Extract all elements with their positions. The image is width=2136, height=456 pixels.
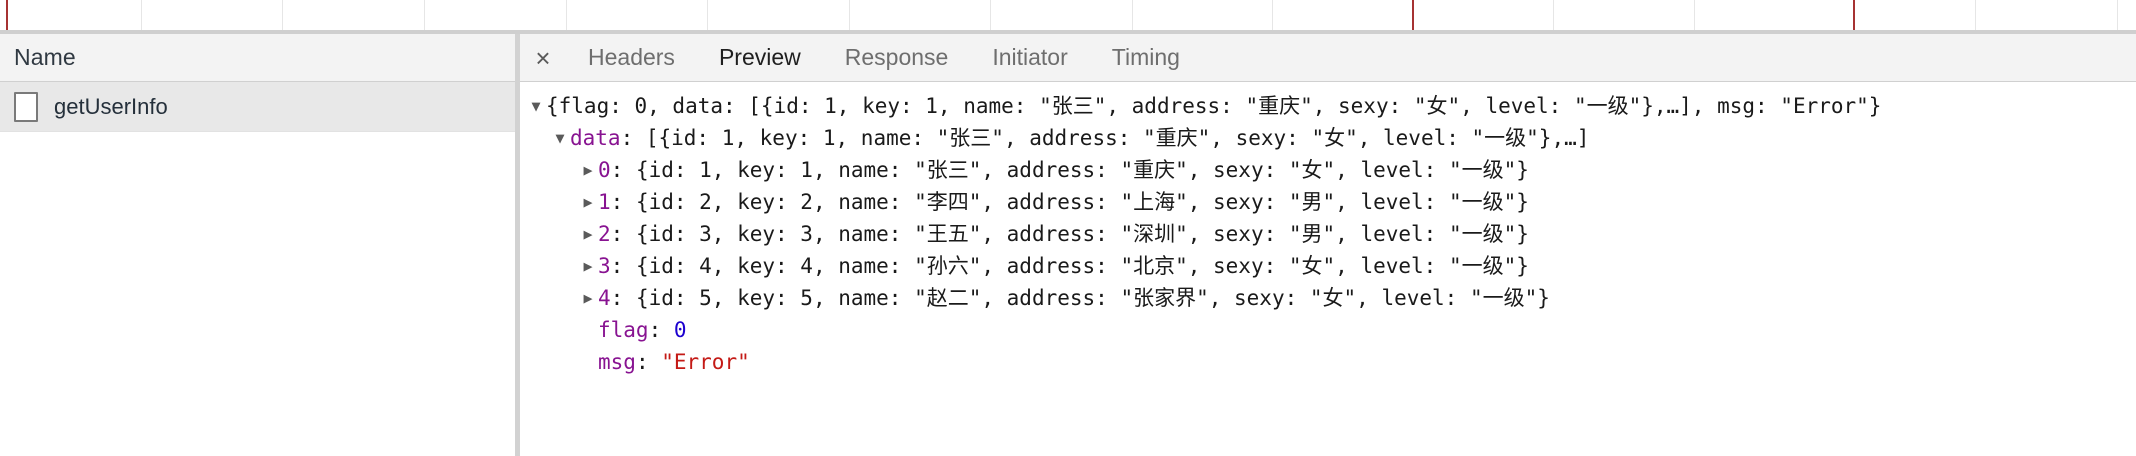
disclosure-collapsed-icon[interactable]: ▶ <box>583 225 593 243</box>
json-array-item-summary: : {id: 3, key: 3, name: "王五", address: "… <box>610 222 1529 246</box>
json-array-item-3[interactable]: ▶ 3: {id: 4, key: 4, name: "孙六", address:… <box>526 250 2136 282</box>
json-data-summary: : [{id: 1, key: 1, name: "张三", address: … <box>620 126 1590 150</box>
json-array-item-2[interactable]: ▶ 2: {id: 3, key: 3, name: "王五", address:… <box>526 218 2136 250</box>
timeline-gridline <box>424 0 425 30</box>
request-list-rows: getUserInfo <box>0 82 515 456</box>
json-array-item-summary: : {id: 4, key: 4, name: "孙六", address: "… <box>610 254 1529 278</box>
timeline-event-marker <box>1853 0 1855 30</box>
panes-container: Name getUserInfo × Headers Preview Respons… <box>0 34 2136 456</box>
timeline-gridline <box>1272 0 1273 30</box>
timeline-gridline <box>141 0 142 30</box>
close-icon[interactable]: × <box>535 42 551 73</box>
disclosure-collapsed-icon[interactable]: ▶ <box>583 257 593 275</box>
json-separator: : <box>648 318 674 342</box>
timeline-gridline <box>1132 0 1133 30</box>
column-header-name[interactable]: Name <box>14 44 76 70</box>
network-overview-timeline[interactable] <box>0 0 2136 34</box>
timeline-gridline <box>1553 0 1554 30</box>
tab-headers[interactable]: Headers <box>588 44 675 70</box>
timeline-gridline <box>707 0 708 30</box>
json-preview-viewer[interactable]: ▼ {flag: 0, data: [{id: 1, key: 1, name: … <box>520 82 2136 456</box>
json-array-item-1[interactable]: ▶ 1: {id: 2, key: 2, name: "李四", address:… <box>526 186 2136 218</box>
json-array-item-4[interactable]: ▶ 4: {id: 5, key: 5, name: "赵二", address:… <box>526 282 2136 314</box>
json-key-flag: flag <box>598 318 649 342</box>
timeline-gridline <box>2117 0 2118 30</box>
tab-response[interactable]: Response <box>844 44 949 70</box>
tab-preview[interactable]: Preview <box>696 34 823 81</box>
request-list-header: Name <box>0 34 515 82</box>
disclosure-expanded-icon[interactable]: ▼ <box>555 129 565 147</box>
timeline-gridline <box>1975 0 1976 30</box>
json-flag-line[interactable]: ▶flag: 0 <box>526 314 2136 346</box>
json-array-item-summary: : {id: 5, key: 5, name: "赵二", address: "… <box>610 286 1550 310</box>
json-value-flag: 0 <box>673 318 687 342</box>
json-array-index: 4 <box>598 286 611 310</box>
detail-tabbar: × Headers Preview Response Initiator Timing <box>520 34 2136 82</box>
json-array-index: 2 <box>598 222 611 246</box>
json-root-summary: {flag: 0, data: [{id: 1, key: 1, name: "… <box>546 94 1882 118</box>
json-array-index: 1 <box>598 190 611 214</box>
timeline-gridline <box>990 0 991 30</box>
tab-initiator[interactable]: Initiator <box>992 44 1068 70</box>
timeline-gridline <box>1694 0 1695 30</box>
json-data-line[interactable]: ▼ data: [{id: 1, key: 1, name: "张三", addr… <box>526 122 2136 154</box>
json-array-item-summary: : {id: 1, key: 1, name: "张三", address: "… <box>610 158 1529 182</box>
json-value-msg: "Error" <box>661 350 750 374</box>
disclosure-collapsed-icon[interactable]: ▶ <box>583 193 593 211</box>
tab-timing[interactable]: Timing <box>1111 44 1180 70</box>
timeline-event-marker <box>6 0 8 30</box>
timeline-gridline <box>282 0 283 30</box>
disclosure-expanded-icon[interactable]: ▼ <box>531 97 541 115</box>
json-root-line[interactable]: ▼ {flag: 0, data: [{id: 1, key: 1, name: … <box>526 90 2136 122</box>
document-icon <box>14 91 38 122</box>
json-array-item-0[interactable]: ▶ 0: {id: 1, key: 1, name: "张三", address:… <box>526 154 2136 186</box>
json-array-index: 0 <box>598 158 611 182</box>
request-row[interactable]: getUserInfo <box>0 82 515 132</box>
json-key-msg: msg <box>598 350 636 374</box>
json-msg-line[interactable]: ▶msg: "Error" <box>526 346 2136 378</box>
disclosure-collapsed-icon[interactable]: ▶ <box>583 161 593 179</box>
pane-splitter[interactable] <box>515 34 520 456</box>
timeline-event-marker <box>1412 0 1414 30</box>
disclosure-collapsed-icon[interactable]: ▶ <box>583 289 593 307</box>
timeline-gridline <box>566 0 567 30</box>
request-name-label: getUserInfo <box>54 93 168 119</box>
json-array-index: 3 <box>598 254 611 278</box>
timeline-gridline <box>849 0 850 30</box>
json-key-data: data <box>570 126 621 150</box>
json-separator: : <box>635 350 662 374</box>
json-array-item-summary: : {id: 2, key: 2, name: "李四", address: "… <box>610 190 1529 214</box>
request-list-pane: Name getUserInfo <box>0 34 515 456</box>
